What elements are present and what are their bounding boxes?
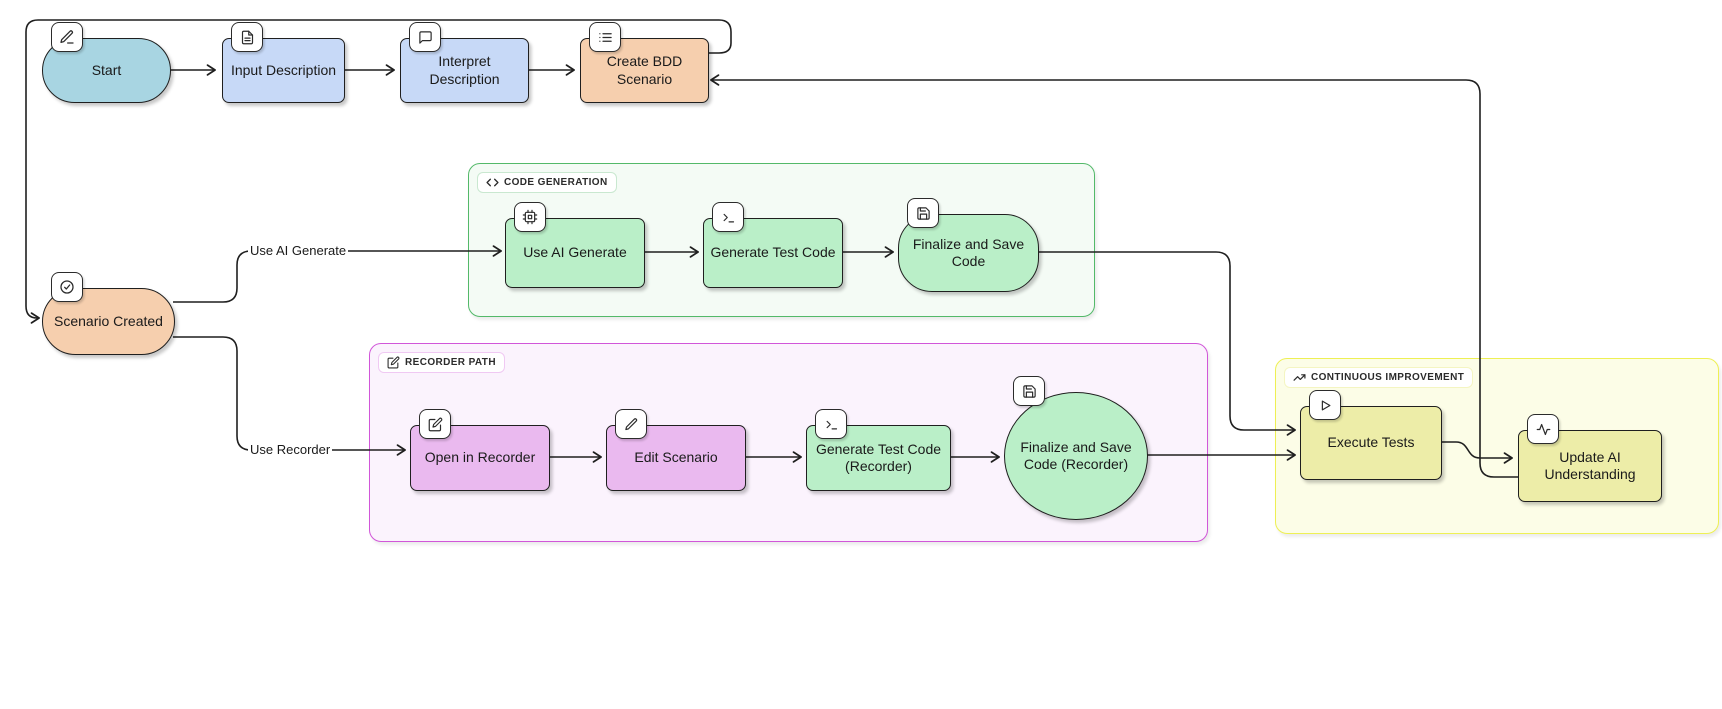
node-generate-test-code-recorder[interactable]: Generate Test Code (Recorder) xyxy=(806,409,951,491)
node-create-bdd-scenario[interactable]: Create BDD Scenario xyxy=(580,22,709,103)
edge-create-to-scenario-created xyxy=(25,19,732,324)
edge-scenario-to-recorder xyxy=(173,336,406,456)
terminal-icon xyxy=(815,409,847,439)
node-label: Start xyxy=(91,61,122,78)
edge-finalize-to-execute xyxy=(1037,251,1296,436)
node-label: Open in Recorder xyxy=(424,449,536,466)
node-start[interactable]: Start xyxy=(42,22,171,103)
message-square-icon xyxy=(409,22,441,52)
activity-icon xyxy=(1527,414,1559,444)
node-generate-test-code[interactable]: Generate Test Code xyxy=(703,202,843,288)
check-circle-icon xyxy=(51,272,83,302)
node-label: Generate Test Code xyxy=(710,244,836,261)
node-edit-scenario[interactable]: Edit Scenario xyxy=(606,409,746,491)
node-finalize-save-code[interactable]: Finalize and Save Code xyxy=(898,198,1039,292)
node-label: Input Description xyxy=(230,61,337,78)
node-label: Scenario Created xyxy=(54,312,163,329)
group-recorder-path-badge: RECORDER PATH xyxy=(378,352,505,373)
cpu-icon xyxy=(514,202,546,232)
node-label: Generate Test Code (Recorder) xyxy=(815,440,942,475)
node-execute-tests[interactable]: Execute Tests xyxy=(1300,390,1442,480)
pencil-line-icon xyxy=(51,22,83,52)
node-scenario-created[interactable]: Scenario Created xyxy=(42,272,175,355)
terminal-icon xyxy=(712,202,744,232)
save-icon xyxy=(907,198,939,228)
node-label: Execute Tests xyxy=(1327,434,1415,451)
node-open-in-recorder[interactable]: Open in Recorder xyxy=(410,409,550,491)
list-icon xyxy=(589,22,621,52)
group-recorder-path-label: RECORDER PATH xyxy=(405,357,496,368)
save-icon xyxy=(1013,376,1045,406)
node-label: Use AI Generate xyxy=(523,244,627,261)
node-finalize-save-code-recorder[interactable]: Finalize and Save Code (Recorder) xyxy=(1004,376,1148,520)
edge-update-ai-to-create xyxy=(710,74,1518,478)
node-update-ai-understanding[interactable]: Update AI Understanding xyxy=(1518,414,1662,502)
node-input-description[interactable]: Input Description xyxy=(222,22,345,103)
play-icon xyxy=(1309,390,1341,420)
edit-square-icon xyxy=(387,356,400,369)
group-continuous-improvement-badge: CONTINUOUS IMPROVEMENT xyxy=(1284,367,1474,388)
code-icon xyxy=(486,176,499,189)
node-label: Create BDD Scenario xyxy=(606,53,683,87)
node-label: Update AI Understanding xyxy=(1544,448,1636,483)
node-label: Edit Scenario xyxy=(634,449,718,466)
node-label: Finalize and Save Code (Recorder) xyxy=(1020,438,1132,473)
edit-square-icon xyxy=(419,409,451,439)
node-label: Interpret Description xyxy=(429,53,500,87)
node-interpret-description[interactable]: Interpret Description xyxy=(400,22,529,103)
node-use-ai-generate[interactable]: Use AI Generate xyxy=(505,202,645,288)
edge-execute-to-update xyxy=(1440,441,1513,464)
group-continuous-improvement-label: CONTINUOUS IMPROVEMENT xyxy=(1311,372,1465,383)
edge-label-use-recorder: Use Recorder xyxy=(248,442,333,457)
edge-label-use-ai-generate: Use AI Generate xyxy=(248,243,349,258)
group-code-generation-label: CODE GENERATION xyxy=(504,177,608,188)
edge-scenario-to-use-ai xyxy=(173,245,502,303)
node-label: Finalize and Save Code xyxy=(912,235,1025,270)
trending-up-icon xyxy=(1293,371,1306,384)
file-text-icon xyxy=(231,22,263,52)
group-code-generation-badge: CODE GENERATION xyxy=(477,172,617,193)
pencil-icon xyxy=(615,409,647,439)
